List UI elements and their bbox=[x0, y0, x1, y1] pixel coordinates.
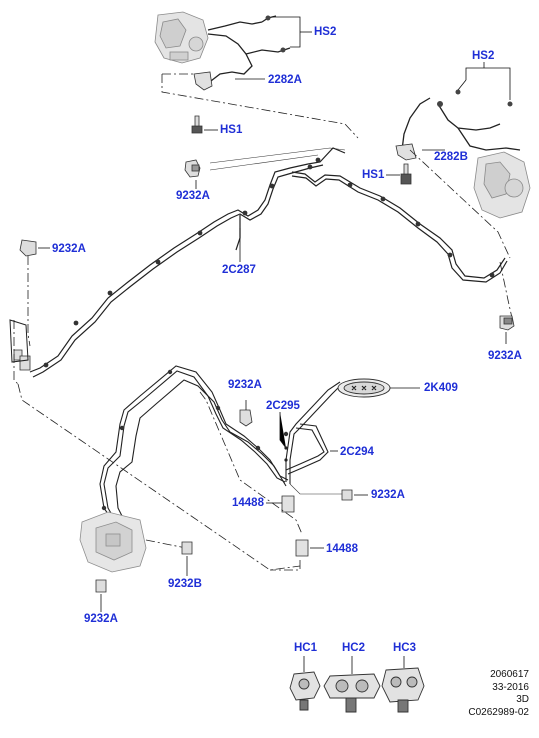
fitting-9232a-right bbox=[499, 315, 515, 331]
bolt-hs1-top bbox=[191, 115, 203, 134]
callout-9232a-mid: 9232A bbox=[228, 379, 262, 391]
fitting-9232b bbox=[181, 541, 193, 555]
clip-hc1 bbox=[289, 671, 321, 711]
callout-9232a-top: 9232A bbox=[176, 190, 210, 202]
callout-14488-a: 14488 bbox=[232, 497, 264, 509]
hs2-right-leader bbox=[457, 62, 511, 100]
callout-2c294: 2C294 bbox=[340, 446, 374, 458]
fitting-9232a-lower bbox=[341, 489, 353, 501]
pipe-clips-lower bbox=[101, 369, 289, 511]
locator-outline-top bbox=[161, 73, 359, 139]
clip-hc2 bbox=[323, 673, 381, 713]
fitting-9232a-bottom bbox=[95, 579, 107, 593]
brake-pipe-lower bbox=[99, 365, 341, 523]
bracket-2282a bbox=[193, 71, 213, 91]
callout-14488-b: 14488 bbox=[326, 543, 358, 555]
callout-9232b: 9232B bbox=[168, 578, 202, 590]
callout-2k409: 2K409 bbox=[424, 382, 458, 394]
abs-modulator bbox=[79, 511, 147, 573]
callout-2c287: 2C287 bbox=[222, 264, 256, 276]
locator-outline-lower bbox=[199, 391, 303, 571]
reference-line-2: 33-2016 bbox=[492, 681, 529, 693]
pipe-clips-main bbox=[43, 157, 495, 368]
fitting-9232a-top bbox=[184, 159, 201, 178]
reference-line-3: 3D bbox=[516, 694, 529, 705]
union-14488-b bbox=[295, 539, 309, 557]
grommet-2k409 bbox=[337, 378, 391, 398]
callout-2282b: 2282B bbox=[434, 151, 468, 163]
callout-hc3: HC3 bbox=[393, 642, 417, 654]
callout-2c295: 2C295 bbox=[266, 400, 300, 412]
callout-9232a-lower: 9232A bbox=[371, 489, 405, 501]
rear-right-hose bbox=[401, 97, 521, 151]
drawing-reference-block: 2060617 33-2016 3D C0262989-02 bbox=[409, 669, 529, 719]
brake-pipe-main bbox=[29, 147, 508, 378]
bracket-2282b bbox=[395, 143, 417, 161]
rear-right-caliper bbox=[473, 151, 531, 219]
callout-hs1-top: HS1 bbox=[220, 124, 243, 136]
callout-hc1: HC1 bbox=[294, 642, 318, 654]
reference-line-1: 2060617 bbox=[490, 669, 529, 680]
left-pipe-end bbox=[13, 239, 37, 371]
hs2-top-leader bbox=[272, 16, 312, 48]
left-bracket bbox=[9, 319, 29, 363]
callout-9232a-right: 9232A bbox=[488, 350, 522, 362]
clip-hc3 bbox=[381, 667, 425, 713]
callout-hc2: HC2 bbox=[342, 642, 366, 654]
bolt-hs1-right bbox=[400, 163, 412, 185]
callout-2282a: 2282A bbox=[268, 74, 302, 86]
callout-hs2-top: HS2 bbox=[314, 26, 337, 38]
union-14488-a bbox=[281, 495, 295, 513]
locator-outline-left bbox=[13, 256, 301, 571]
front-left-caliper bbox=[154, 11, 209, 64]
callout-hs1-right: HS1 bbox=[362, 169, 385, 181]
callout-hs2-right: HS2 bbox=[472, 50, 495, 62]
locator-outline-right bbox=[409, 149, 513, 319]
callout-9232a-left: 9232A bbox=[52, 243, 86, 255]
fitting-9232a-mid bbox=[239, 409, 253, 427]
reference-line-4: C0262989-02 bbox=[468, 706, 529, 718]
callout-9232a-bottom: 9232A bbox=[84, 613, 118, 625]
